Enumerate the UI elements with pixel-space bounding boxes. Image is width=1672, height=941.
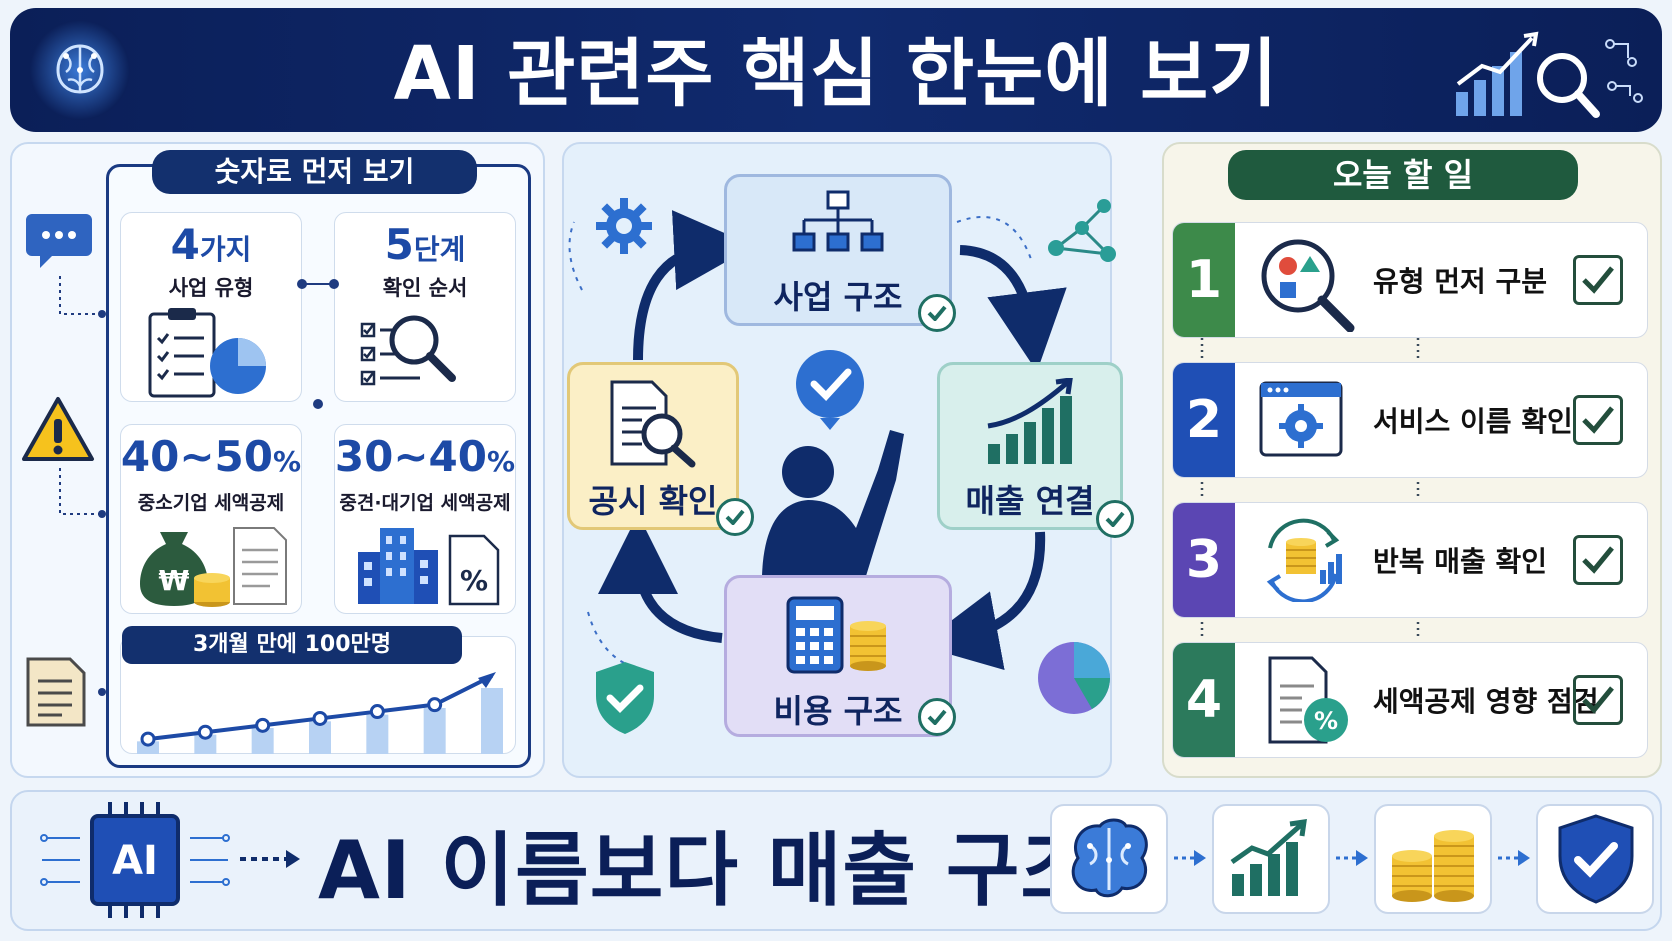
document-magnifier-icon <box>610 380 696 468</box>
document-icon <box>26 657 86 727</box>
growth-bar <box>366 714 389 754</box>
growth-bar <box>251 728 274 754</box>
dashed-arrow-icon <box>1174 850 1206 866</box>
calculator-coins-icon <box>786 596 886 674</box>
growth-point <box>255 717 271 733</box>
dashed-arrow-icon <box>1336 850 1368 866</box>
recurring-revenue-icon <box>1266 518 1342 602</box>
percent-symbol: % <box>1314 707 1338 735</box>
todo-item-1[interactable]: 1 유형 먼저 구분 <box>1172 222 1648 338</box>
todo-label: 유형 먼저 구분 <box>1373 265 1548 298</box>
check-badge-icon <box>716 498 754 536</box>
ai-chip-icon: AI <box>40 802 230 918</box>
growth-point <box>312 710 328 726</box>
stat-label: 사업 유형 <box>168 276 254 300</box>
step-label: 매출 연결 <box>965 482 1095 520</box>
todo-item-2[interactable]: 2 서비스 이름 확인 <box>1172 362 1648 478</box>
todo-label: 반복 매출 확인 <box>1373 545 1548 578</box>
step-label: 사업 구조 <box>773 278 903 316</box>
rising-bars-icon <box>987 378 1073 464</box>
todo-number: 1 <box>1173 223 1235 337</box>
flow-arrow-icon <box>240 850 300 868</box>
todo-label: 세액공제 영향 점검 <box>1373 685 1599 718</box>
check-badge-icon <box>1096 500 1134 538</box>
org-chart-icon <box>792 190 884 252</box>
ai-chip-label: AI <box>112 838 158 884</box>
todo-number: 3 <box>1173 503 1235 617</box>
todo-label: 서비스 이름 확인 <box>1373 405 1573 438</box>
checkbox-checked-icon[interactable] <box>1573 395 1623 445</box>
step-label: 공시 확인 <box>588 482 718 520</box>
page-title: AI 관련주 핵심 한눈에 보기 <box>393 31 1279 117</box>
growth-point <box>140 731 156 747</box>
connector-lines <box>59 276 106 696</box>
coin-stack-icon <box>1392 830 1474 902</box>
building-percent-icon: % <box>358 528 500 606</box>
todo-number: 2 <box>1173 363 1235 477</box>
shield-check-icon <box>1558 814 1634 904</box>
growth-arrow-head <box>478 672 496 688</box>
stat-label: 확인 순서 <box>382 276 468 300</box>
header-banner <box>10 8 1662 132</box>
growth-point <box>369 704 385 720</box>
network-nodes-icon <box>1048 199 1116 262</box>
growth-bar <box>194 734 217 754</box>
growth-bar <box>309 721 331 754</box>
clipboard-pie-icon <box>148 308 266 398</box>
growth-bar <box>481 688 503 754</box>
gear-icon <box>596 198 652 254</box>
shield-check-icon <box>596 662 654 734</box>
growth-point <box>427 697 443 713</box>
growth-title: 3개월 만에 100만명 <box>122 626 462 664</box>
document-percent-icon: % <box>1268 656 1348 744</box>
percent-symbol: % <box>460 564 488 597</box>
warning-icon <box>22 397 94 461</box>
check-badge-icon <box>918 698 956 736</box>
growth-point <box>197 724 213 740</box>
dashed-arrow-icon <box>1498 850 1530 866</box>
growth-bar <box>137 741 159 754</box>
checkbox-checked-icon[interactable] <box>1573 535 1623 585</box>
todo-item-4[interactable]: 4 세액공제 영향 점검 <box>1172 642 1648 758</box>
stat-label: 중소기업 세액공제 <box>137 492 285 514</box>
growth-bar <box>423 708 446 754</box>
dot-connector <box>297 279 339 409</box>
shapes-magnifier-icon <box>1261 239 1355 332</box>
speech-bubble-icon <box>26 214 92 268</box>
growth-chart <box>137 672 503 754</box>
money-bag-icon: ₩ <box>140 527 287 607</box>
stat-number: 30~40% <box>334 432 516 481</box>
won-symbol: ₩ <box>159 564 190 597</box>
summary-slogan: AI 이름보다 매출 구조 <box>318 824 1096 917</box>
todo-item-3[interactable]: 3 반복 매출 확인 <box>1172 502 1648 618</box>
brain-circuit-icon <box>30 20 130 120</box>
chart-magnifier-icon <box>1456 31 1643 118</box>
stat-card-check-steps <box>334 212 516 402</box>
pie-chart-icon <box>1038 642 1110 714</box>
brain-icon <box>1071 818 1148 898</box>
browser-gear-icon <box>1259 381 1343 457</box>
stat-number: 4가지 <box>170 220 252 269</box>
growth-bars-icon <box>1230 819 1307 896</box>
stat-label: 중견·대기업 세액공제 <box>339 492 511 514</box>
cycle-arrows <box>568 210 1067 671</box>
checklist-magnifier-icon <box>360 315 456 386</box>
todo-title: 오늘 할 일 <box>1228 150 1578 200</box>
check-badge-icon <box>918 294 956 332</box>
stat-number: 5단계 <box>384 220 466 269</box>
todo-number: 4 <box>1173 643 1235 757</box>
checkbox-checked-icon[interactable] <box>1573 255 1623 305</box>
person-pointing-icon <box>762 350 904 576</box>
checkbox-checked-icon[interactable] <box>1573 675 1623 725</box>
step-label: 비용 구조 <box>773 692 903 730</box>
numbers-title: 숫자로 먼저 보기 <box>152 150 477 194</box>
stat-number: 40~50% <box>120 432 302 481</box>
